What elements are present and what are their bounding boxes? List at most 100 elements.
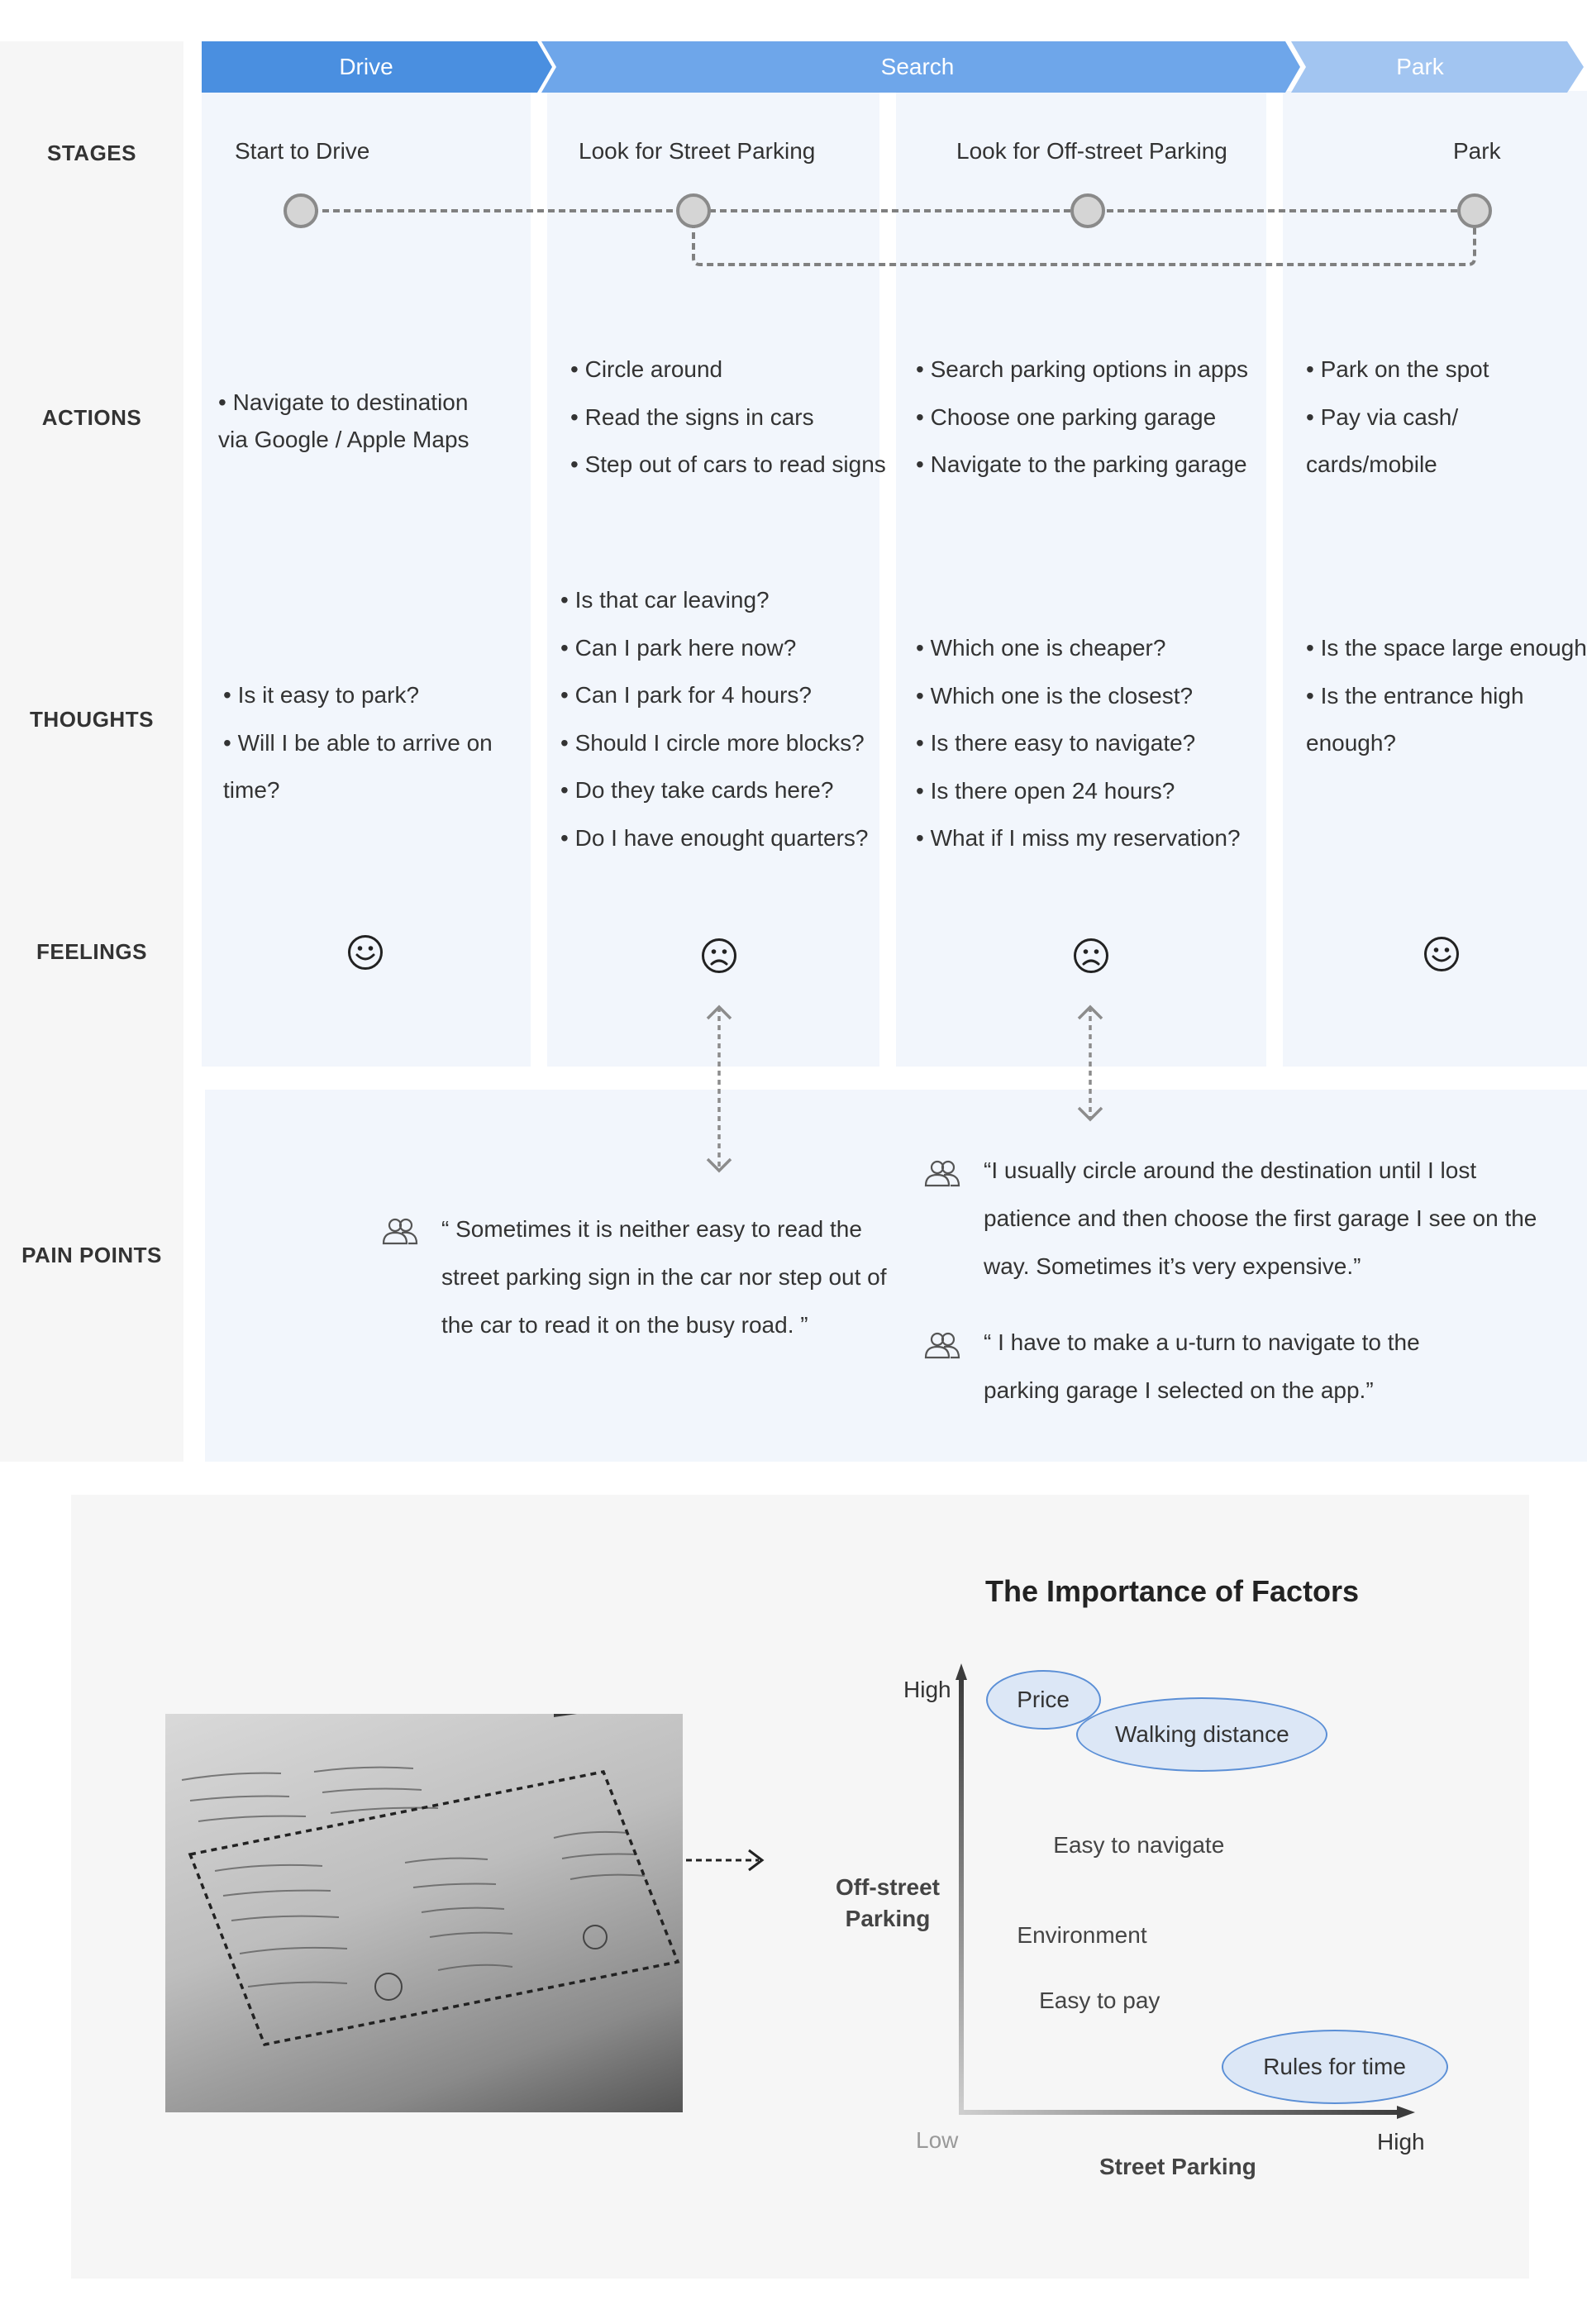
- actions-drive-continued: via Google / Apple Maps: [218, 427, 469, 452]
- list-item: Step out of cars to read signs: [570, 441, 886, 489]
- list-item: Park on the spot: [1306, 346, 1489, 394]
- stage-column-drive: [202, 91, 531, 1067]
- actions-drive: Navigate to destination: [218, 379, 469, 427]
- stage-park: Park: [1453, 138, 1501, 164]
- list-item: Is the entrance high: [1306, 672, 1587, 720]
- list-item: Read the signs in cars: [570, 394, 886, 441]
- quote-line: parking garage I selected on the app.”: [984, 1377, 1374, 1403]
- phase-search-label: Search: [881, 54, 955, 79]
- chart-point-walking-distance: Walking distance: [1076, 1696, 1328, 1772]
- list-item: Search parking options in apps: [916, 346, 1248, 394]
- list-item: Which one is the closest?: [916, 672, 1241, 720]
- chart-point-easy-to-navigate: Easy to navigate: [1053, 1831, 1225, 1858]
- chart-point-rules-for-time: Rules for time: [1221, 2029, 1448, 2104]
- happy-face-icon: [1424, 937, 1459, 971]
- sketch-drawing: [181, 1714, 683, 2047]
- actions-offstreet: Search parking options in apps Choose on…: [916, 346, 1248, 489]
- list-item: Can I park here now?: [560, 624, 869, 672]
- thoughts-drive-continued: time?: [223, 777, 280, 803]
- pain-quote-offstreet-1: “I usually circle around the destination…: [984, 1147, 1537, 1291]
- x-axis: [959, 2110, 1400, 2115]
- actions-street: Circle around Read the signs in cars Ste…: [570, 346, 886, 489]
- list-item: Can I park for 4 hours?: [560, 671, 869, 719]
- list-item: Do they take cards here?: [560, 766, 869, 814]
- actions-park: Park on the spot Pay via cash/: [1306, 346, 1489, 441]
- row-label-actions: ACTIONS: [41, 405, 142, 430]
- x-tick-high: High: [1377, 2129, 1425, 2155]
- chart-point-easy-to-pay: Easy to pay: [1039, 1987, 1160, 2013]
- row-label-pain-points: PAIN POINTS: [21, 1243, 162, 1267]
- quote-line: “ I have to make a u-turn to navigate to…: [984, 1329, 1420, 1355]
- stage-column-offstreet: [896, 91, 1266, 1067]
- happy-face-icon: [348, 935, 383, 970]
- thoughts-offstreet: Which one is cheaper? Which one is the c…: [916, 624, 1241, 862]
- stage-column-park: [1283, 91, 1587, 1067]
- list-item: Is there easy to navigate?: [916, 719, 1241, 767]
- y-axis-arrow: [956, 1663, 967, 1680]
- list-item: Navigate to the parking garage: [916, 441, 1248, 489]
- list-item: Do I have enought quarters?: [560, 814, 869, 862]
- list-item: Is it easy to park?: [223, 671, 493, 719]
- pain-quote-offstreet-2: “ I have to make a u-turn to navigate to…: [984, 1319, 1420, 1415]
- thoughts-street: Is that car leaving? Can I park here now…: [560, 576, 869, 861]
- quote-line: “I usually circle around the destination…: [984, 1157, 1477, 1183]
- y-axis-label: Off-street Parking: [835, 1874, 940, 1931]
- sad-face-icon: [1074, 938, 1108, 973]
- list-item: Navigate to destination: [218, 379, 469, 427]
- y-tick-high: High: [903, 1677, 951, 1702]
- list-item: Should I circle more blocks?: [560, 719, 869, 767]
- stage-start-to-drive: Start to Drive: [235, 138, 370, 164]
- users-icon: [382, 1218, 418, 1245]
- phase-header: Drive Search Park: [202, 41, 1584, 93]
- chart-point-price: Price: [985, 1670, 1101, 1730]
- row-label-feelings: FEELINGS: [36, 939, 147, 964]
- sad-face-icon: [702, 938, 736, 973]
- list-item: Is that car leaving?: [560, 576, 869, 624]
- users-icon: [924, 1332, 960, 1359]
- phase-park-chevron: [1291, 41, 1584, 93]
- list-item: Is there open 24 hours?: [916, 767, 1241, 815]
- quote-line: “ Sometimes it is neither easy to read t…: [441, 1216, 862, 1242]
- row-label-column: [0, 41, 183, 1462]
- stage-look-for-street-parking: Look for Street Parking: [579, 138, 816, 164]
- arrow-right-icon: [686, 1849, 765, 1872]
- stage-timeline: [284, 193, 1492, 266]
- double-arrow-icon: [706, 1005, 732, 1173]
- list-item: Circle around: [570, 346, 886, 394]
- x-axis-arrow: [1397, 2106, 1415, 2119]
- list-item: Choose one parking garage: [916, 394, 1248, 441]
- quote-line: street parking sign in the car nor step …: [441, 1264, 887, 1290]
- thoughts-drive: Is it easy to park? Will I be able to ar…: [223, 671, 493, 766]
- pain-quote-street: “ Sometimes it is neither easy to read t…: [441, 1205, 887, 1349]
- phase-drive-label: Drive: [339, 54, 393, 79]
- y-axis: [959, 1678, 964, 2115]
- list-item: Pay via cash/: [1306, 394, 1489, 441]
- thoughts-park-continued: enough?: [1306, 730, 1397, 756]
- double-arrow-icon: [1077, 1005, 1103, 1122]
- timeline-node-street: [676, 193, 711, 228]
- quote-line: way. Sometimes it’s very expensive.”: [984, 1253, 1361, 1279]
- x-tick-low: Low: [916, 2127, 959, 2153]
- list-item: Is the space large enough?: [1306, 624, 1587, 672]
- timeline-node-offstreet: [1070, 193, 1105, 228]
- chart-point-environment: Environment: [1017, 1922, 1147, 1949]
- timeline-node-drive: [284, 193, 318, 228]
- phase-park-label: Park: [1396, 54, 1445, 79]
- pain-points-panel: [205, 1090, 1587, 1462]
- list-item: Will I be able to arrive on: [223, 719, 493, 767]
- timeline-node-park: [1457, 193, 1492, 228]
- thoughts-park: Is the space large enough? Is the entran…: [1306, 624, 1587, 719]
- row-label-thoughts: THOUGHTS: [30, 707, 154, 732]
- stage-look-for-offstreet-parking: Look for Off-street Parking: [956, 138, 1227, 164]
- whiteboard-sketch-photo: [165, 1714, 683, 2112]
- users-icon: [924, 1160, 960, 1187]
- phase-drive-chevron: [202, 41, 552, 93]
- quote-line: patience and then choose the first garag…: [984, 1205, 1537, 1231]
- phase-search-chevron: [541, 41, 1300, 93]
- chart-title: The Importance of Factors: [985, 1574, 1360, 1608]
- list-item: What if I miss my reservation?: [916, 814, 1241, 862]
- row-label-stages: STAGES: [47, 141, 136, 165]
- actions-park-continued: cards/mobile: [1306, 451, 1437, 477]
- list-item: Which one is cheaper?: [916, 624, 1241, 672]
